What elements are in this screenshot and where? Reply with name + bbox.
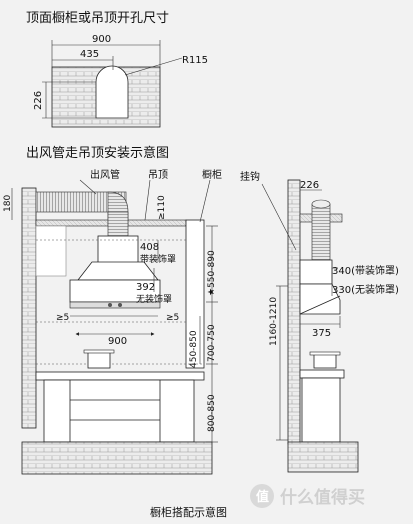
front-view-drawing bbox=[11, 179, 218, 475]
dim-330: 330(无装饰罩) bbox=[332, 283, 399, 296]
watermark-glyph-icon: 值 bbox=[256, 489, 269, 504]
dim-with-cover: 带装饰罩 bbox=[140, 253, 176, 265]
dim-226-side: 226 bbox=[300, 180, 319, 191]
dim-450-850: 450-850 bbox=[189, 330, 199, 368]
dim-408: 408 bbox=[140, 242, 159, 253]
label-ceiling: 吊顶 bbox=[148, 169, 168, 181]
label-hook: 挂钩 bbox=[240, 170, 260, 183]
dim-r115: R115 bbox=[182, 55, 208, 66]
watermark-logo: 值 bbox=[250, 484, 274, 508]
dim-375: 375 bbox=[312, 328, 331, 339]
caption-bottom: 橱柜搭配示意图 bbox=[150, 505, 227, 519]
dim-226-top: 226 bbox=[33, 91, 44, 110]
side-view-drawing bbox=[261, 179, 359, 473]
dim-110: ≥110 bbox=[157, 195, 167, 220]
dim-without-cover: 无装饰罩 bbox=[136, 293, 172, 305]
dim-ge5-left: ≥5 bbox=[56, 313, 69, 323]
heading-top: 顶面橱柜或吊顶开孔尺寸 bbox=[26, 11, 169, 26]
top-view-drawing bbox=[42, 40, 183, 128]
dim-180: 180 bbox=[3, 195, 13, 212]
dim-900-top: 900 bbox=[92, 34, 111, 45]
dim-340: 340(带装饰罩) bbox=[332, 264, 399, 277]
dim-550-890: ★550-890 bbox=[207, 250, 217, 296]
dim-1160-1210: 1160-1210 bbox=[269, 297, 279, 346]
dim-392: 392 bbox=[136, 282, 155, 293]
label-duct: 出风管 bbox=[90, 168, 120, 181]
watermark-text: 什么值得买 bbox=[280, 487, 365, 507]
dim-700-750: 700-750 bbox=[207, 324, 217, 362]
dim-900-front: 900 bbox=[108, 336, 127, 347]
dim-ge5-right: ≥5 bbox=[166, 313, 179, 323]
label-cabinet: 橱柜 bbox=[202, 168, 222, 181]
dim-435: 435 bbox=[80, 49, 99, 60]
heading-mid: 出风管走吊顶安装示意图 bbox=[26, 145, 169, 161]
dim-800-850: 800-850 bbox=[207, 394, 217, 432]
